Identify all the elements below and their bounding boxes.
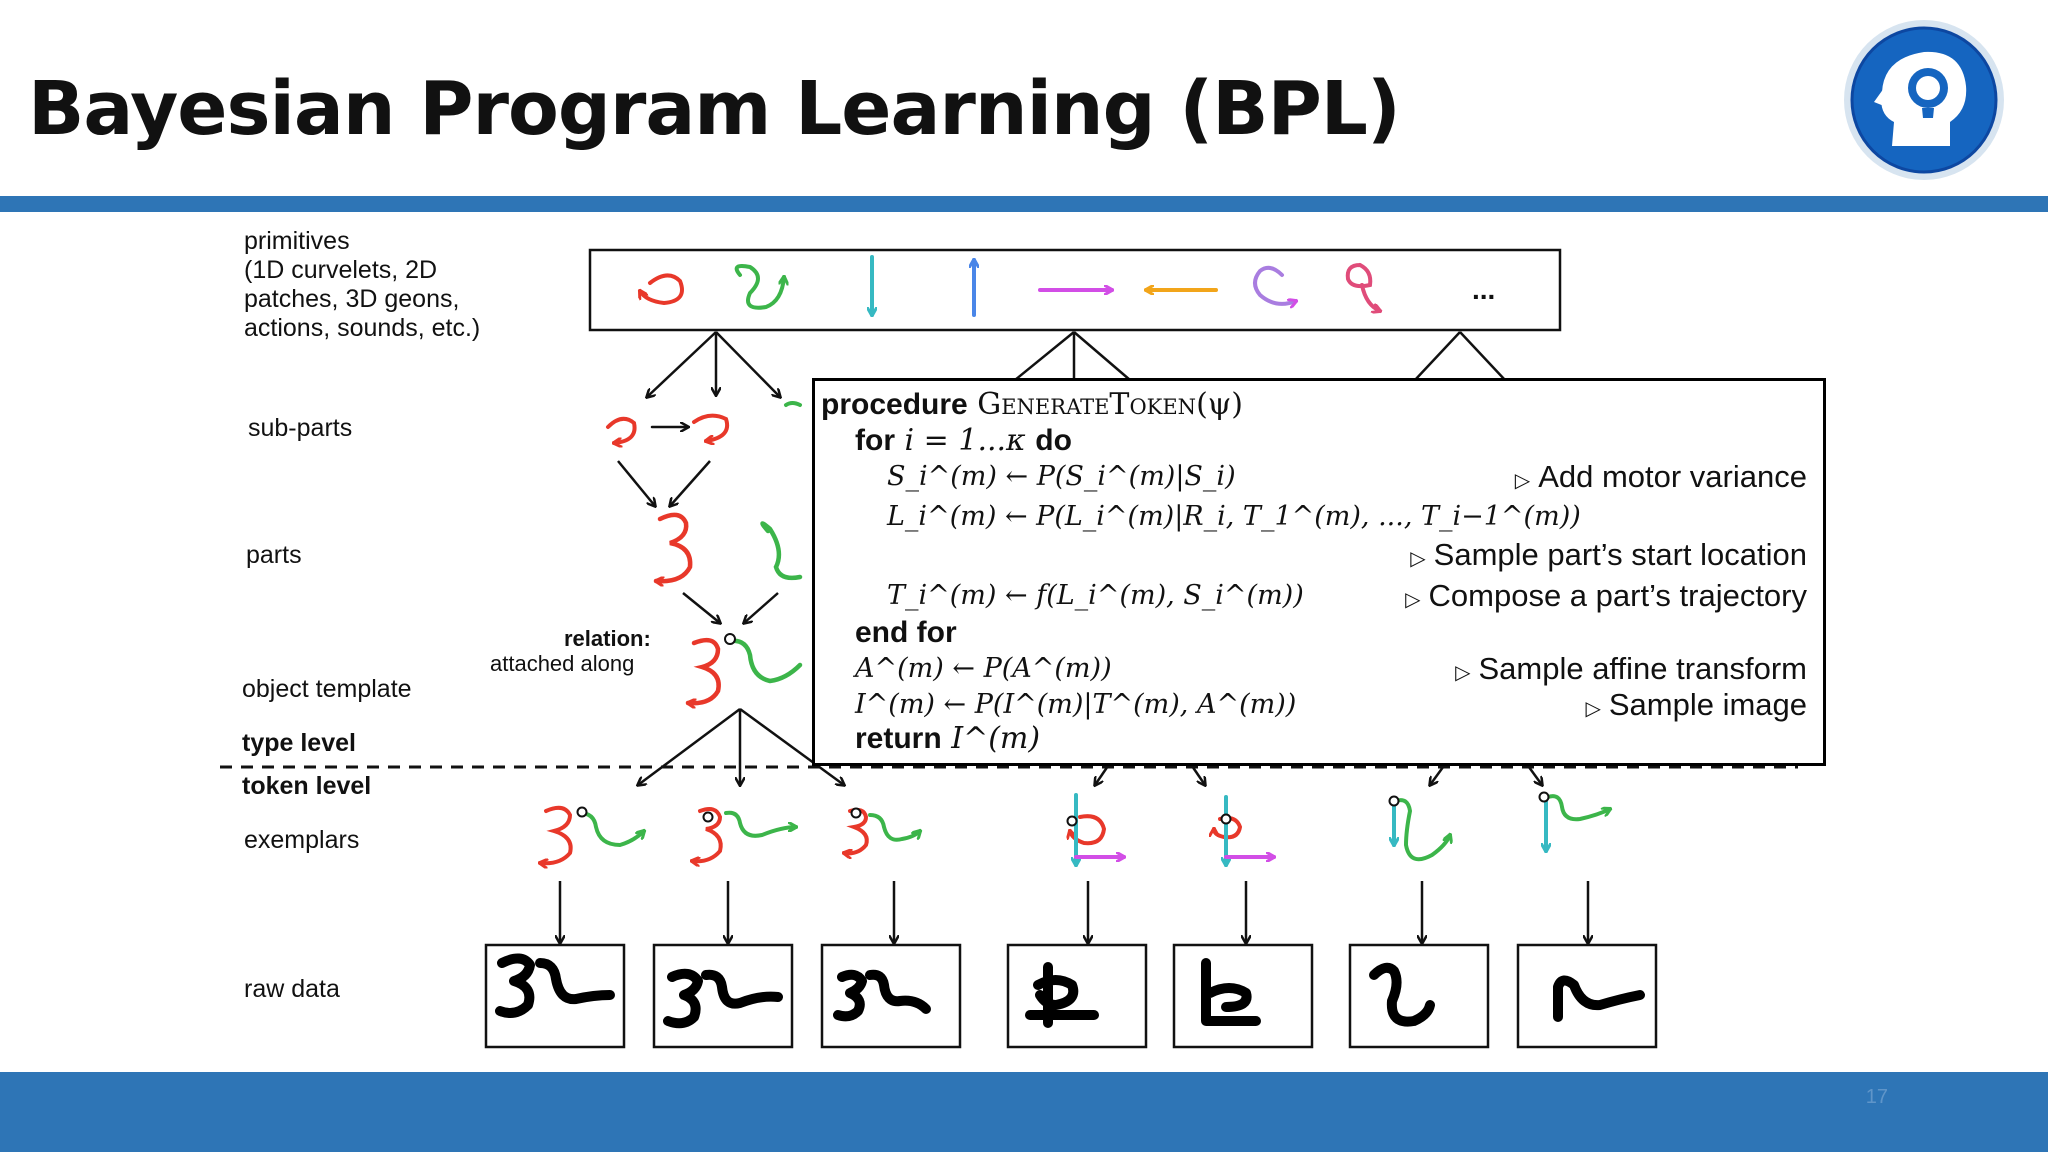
brain-head-logo [1844,20,2004,180]
comment-motor-variance: ▷Add motor variance [1514,459,1807,494]
exemplars-label: exemplars [244,826,360,854]
diagram-graphics: ... [220,248,1798,1049]
type-level-label: type level [242,729,356,757]
procedure-for-line: for i = 1...κ do [855,423,1072,458]
raw-data-glyphs [495,953,1645,1029]
procedure-line-trajectory: T_i^(m) ← f(L_i^(m), S_i^(m)) [887,580,1304,611]
page-number: 17 [1865,1086,1888,1108]
part-strokes [656,512,803,581]
exemplar-strokes [540,791,1610,866]
procedure-box: procedure GenerateToken(ψ) for i = 1...κ… [812,378,1826,766]
parts-label: parts [246,541,302,569]
title-underline-bar [0,196,2048,212]
procedure-end-for: end for [855,616,957,649]
comment-start-location: ▷Sample part’s start location [1410,537,1807,572]
footer-bar [0,1072,2048,1152]
comment-affine: ▷Sample affine transform [1455,651,1807,686]
primitives-label: primitives (1D curvelets, 2D patches, 3D… [244,227,481,342]
object-template-strokes [688,637,803,703]
primitive-to-subpart-arrows [647,331,1506,397]
object-template-label: object template [242,675,412,703]
procedure-line-start-location: L_i^(m) ← P(L_i^(m)|R_i, T_1^(m), ..., T… [887,501,1581,532]
raw-image-6 [1348,943,1490,1049]
attached-along-label: attached along [490,651,635,676]
comment-image: ▷Sample image [1585,687,1807,722]
sub-parts-label: sub-parts [248,414,353,442]
procedure-line-motor-variance: S_i^(m) ← P(S_i^(m)|S_i) [887,461,1236,492]
procedure-header: procedure GenerateToken(ψ) [821,387,1243,422]
exemplar-to-raw-arrows [560,881,1588,943]
slide-title: Bayesian Program Learning (BPL) [28,66,1401,152]
subpart-strokes [606,401,802,443]
token-level-label: token level [242,772,372,800]
procedure-return: return I^(m) [855,721,1041,756]
raw-data-label: raw data [244,975,340,1003]
primitives-ellipsis: ... [1472,274,1495,305]
primitive-strokes [640,255,1380,315]
relation-label: relation: [564,626,651,651]
procedure-line-image: I^(m) ← P(I^(m)|T^(m), A^(m)) [855,689,1297,720]
comment-trajectory: ▷Compose a part’s trajectory [1405,578,1807,613]
subpart-to-part-arrows [617,460,711,506]
procedure-line-affine: A^(m) ← P(A^(m)) [855,653,1112,684]
bpl-diagram: ... [210,215,1800,1072]
relation-attachment-point [724,633,736,645]
part-to-template-arrows [682,592,779,623]
